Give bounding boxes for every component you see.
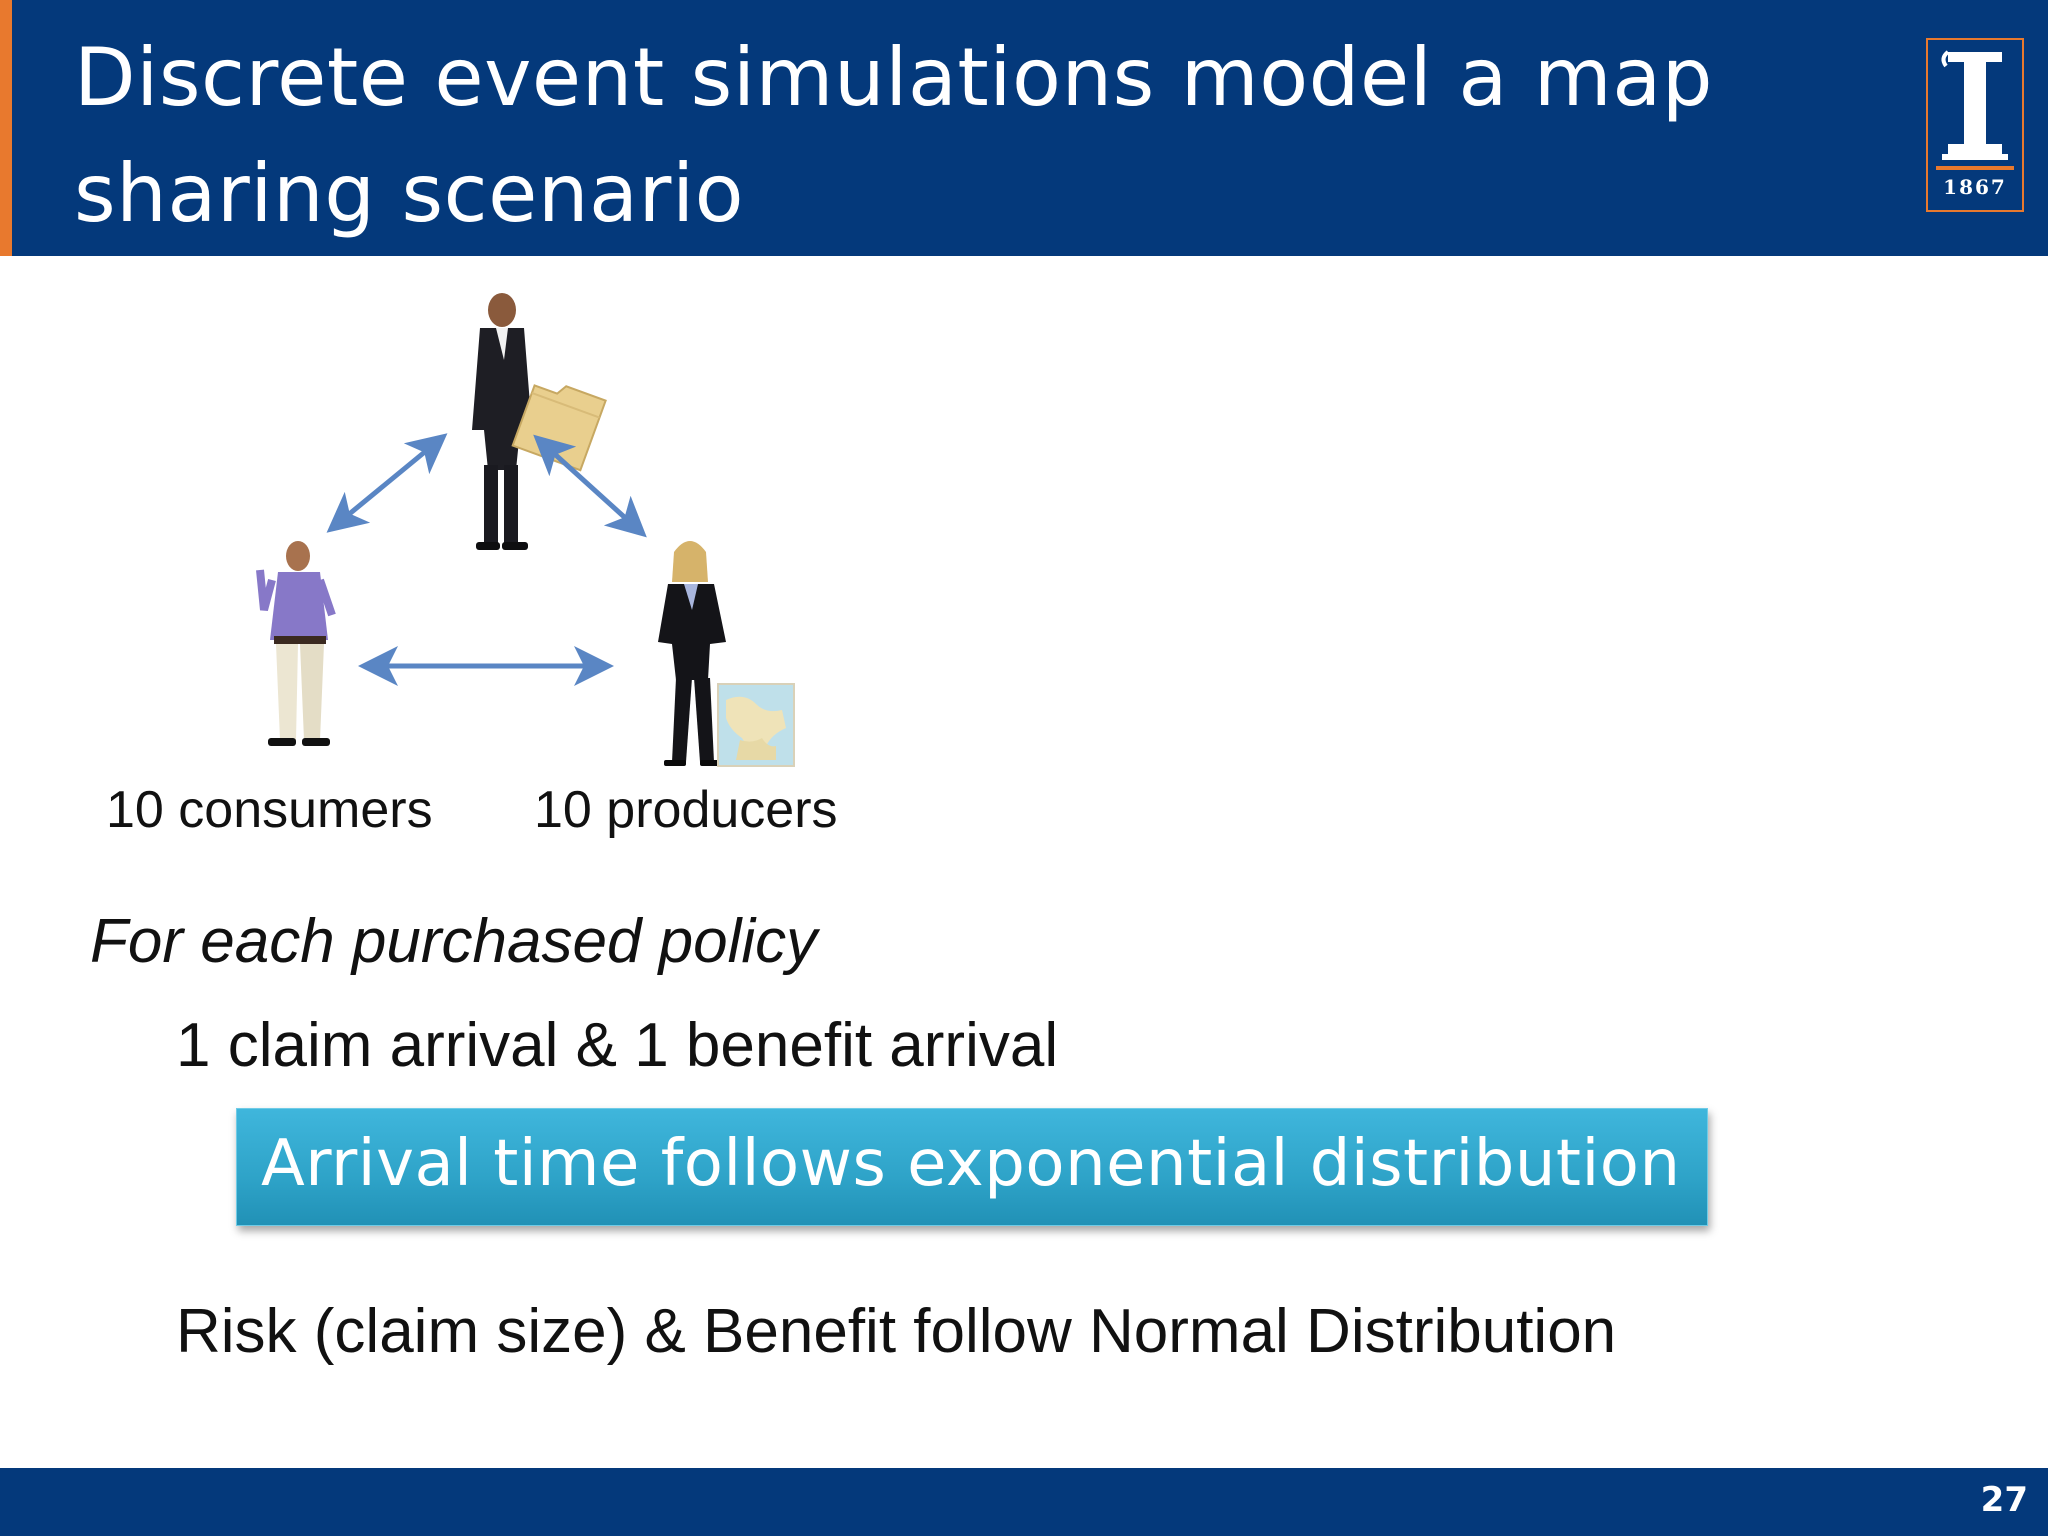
- callout-text: Arrival time follows exponential distrib…: [261, 1127, 1681, 1201]
- university-logo-icon: 1867: [1926, 38, 2024, 212]
- map-sharing-diagram: [256, 293, 795, 767]
- risk-benefit-line: Risk (claim size) & Benefit follow Norma…: [176, 1297, 1617, 1366]
- logo-year: 1867: [1943, 175, 2007, 199]
- policy-heading: For each purchased policy: [90, 907, 818, 976]
- page-number: 27: [1980, 1480, 2028, 1520]
- businessman-producer-arrow: [533, 434, 647, 538]
- consumers-label: 10 consumers: [106, 781, 433, 839]
- exponential-distribution-callout: Arrival time follows exponential distrib…: [236, 1108, 1708, 1226]
- slide-title: Discrete event simulations model a map s…: [74, 31, 1713, 240]
- producer-figure: [658, 541, 726, 766]
- consumer-businessman-arrow: [326, 433, 448, 533]
- arrival-line: 1 claim arrival & 1 benefit arrival: [176, 1011, 1059, 1080]
- producers-label: 10 producers: [534, 781, 838, 839]
- slide-header: Discrete event simulations model a map s…: [0, 0, 2048, 256]
- slide-footer: 27: [0, 1468, 2048, 1536]
- consumer-figure: [256, 541, 336, 746]
- map-icon: [717, 683, 795, 767]
